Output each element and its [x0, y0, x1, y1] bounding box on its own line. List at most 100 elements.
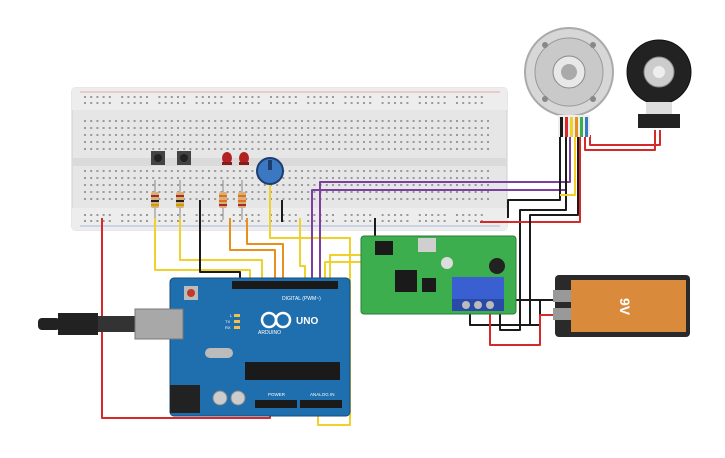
breadboard-hole — [164, 141, 167, 143]
breadboard-hole — [338, 141, 341, 143]
breadboard-hole — [251, 184, 254, 186]
breadboard-hole — [239, 134, 241, 136]
breadboard-hole — [412, 134, 415, 136]
led-red-2[interactable] — [239, 152, 249, 165]
breadboard-hole — [394, 220, 396, 222]
motor-driver-board[interactable] — [360, 235, 517, 315]
breadboard-hole — [350, 120, 353, 122]
breadboard-hole — [418, 120, 421, 122]
breadboard-hole — [456, 220, 458, 222]
breadboard-hole — [319, 148, 322, 150]
breadboard-hole — [170, 127, 173, 129]
breadboard-hole — [332, 148, 334, 150]
potentiometer[interactable] — [256, 157, 284, 185]
breadboard-hole — [195, 102, 198, 104]
breadboard-hole — [177, 148, 179, 150]
breadboard-hole — [456, 141, 458, 143]
breadboard-hole — [127, 198, 130, 200]
breadboard-hole — [170, 214, 173, 216]
breadboard-hole — [294, 177, 297, 179]
breadboard-hole — [344, 184, 347, 186]
breadboard-hole — [332, 134, 334, 136]
breadboard-hole — [294, 96, 297, 98]
breadboard-hole — [96, 120, 99, 122]
breadboard-hole — [412, 177, 415, 179]
breadboard-hole — [307, 184, 310, 186]
breadboard-hole — [102, 191, 105, 193]
breadboard-hole — [108, 214, 111, 216]
breadboard-hole — [412, 120, 415, 122]
breadboard-hole — [164, 96, 167, 98]
breadboard-hole — [201, 96, 204, 98]
breadboard-hole — [381, 214, 384, 216]
breadboard-hole — [344, 214, 347, 216]
breadboard-hole — [443, 127, 446, 129]
breadboard-hole — [251, 214, 254, 216]
breadboard-hole — [245, 134, 248, 136]
breadboard-hole — [456, 191, 458, 193]
breadboard-hole — [462, 177, 465, 179]
breadboard-hole — [108, 141, 111, 143]
breadboard-hole — [425, 220, 427, 222]
breadboard-hole — [462, 198, 465, 200]
breadboard-hole — [356, 148, 359, 150]
breadboard-hole — [480, 141, 483, 143]
breadboard-hole — [468, 170, 471, 172]
breadboard-hole — [232, 148, 235, 150]
breadboard-hole — [437, 96, 440, 98]
breadboard-hole — [332, 214, 334, 216]
dc-motor[interactable] — [524, 27, 614, 137]
breadboard-hole — [102, 184, 105, 186]
breadboard-hole — [232, 184, 235, 186]
battery-9v[interactable]: 9V — [553, 275, 690, 337]
pushbutton-1[interactable] — [151, 151, 165, 165]
breadboard-hole — [90, 102, 93, 104]
breadboard-hole — [158, 141, 161, 143]
breadboard-hole — [226, 177, 229, 179]
breadboard-hole — [257, 102, 260, 104]
breadboard-hole — [437, 220, 440, 222]
breadboard-hole — [375, 127, 378, 129]
breadboard-hole — [480, 191, 483, 193]
breadboard-hole — [437, 134, 440, 136]
breadboard-hole — [232, 198, 235, 200]
breadboard-hole — [220, 148, 223, 150]
breadboard-hole — [245, 177, 248, 179]
breadboard-hole — [418, 127, 421, 129]
breadboard-hole — [189, 127, 192, 129]
breadboard-hole — [189, 120, 192, 122]
breadboard-hole — [232, 191, 235, 193]
breadboard-hole — [189, 177, 192, 179]
breadboard-hole — [356, 127, 359, 129]
breadboard-hole — [102, 141, 105, 143]
breadboard-hole — [251, 170, 254, 172]
breadboard[interactable] — [71, 87, 508, 231]
pushbutton-2[interactable] — [177, 151, 191, 165]
led-red-1[interactable] — [222, 152, 232, 165]
breadboard-hole — [412, 198, 415, 200]
breadboard-hole — [257, 134, 260, 136]
breadboard-hole — [387, 120, 390, 122]
breadboard-hole — [462, 184, 465, 186]
breadboard-hole — [158, 184, 161, 186]
breadboard-hole — [251, 198, 254, 200]
breadboard-hole — [369, 127, 372, 129]
breadboard-hole — [96, 214, 99, 216]
breadboard-hole — [276, 214, 279, 216]
breadboard-hole — [115, 148, 117, 150]
breadboard-hole — [239, 102, 241, 104]
breadboard-hole — [443, 120, 446, 122]
breadboard-hole — [170, 198, 173, 200]
breadboard-hole — [133, 170, 136, 172]
arduino-uno-board[interactable]: L TX RX ARDUINO UNO DIGITAL (PWM~) POWER… — [169, 277, 351, 417]
breadboard-hole — [108, 198, 111, 200]
rotary-encoder[interactable] — [626, 39, 692, 128]
breadboard-hole — [468, 120, 471, 122]
breadboard-hole — [170, 184, 173, 186]
breadboard-hole — [344, 96, 347, 98]
breadboard-hole — [288, 170, 291, 172]
breadboard-hole — [127, 120, 130, 122]
breadboard-hole — [96, 96, 99, 98]
breadboard-hole — [344, 102, 347, 104]
